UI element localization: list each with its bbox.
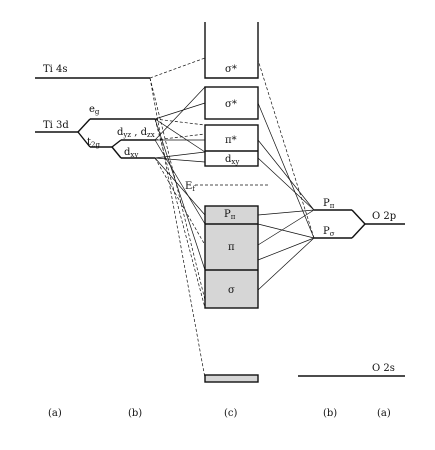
column-label-a-left: (a) [48, 408, 62, 419]
bonding-band [204, 205, 259, 309]
p-pi-right-label: Pπ [323, 198, 335, 210]
t2g-split-line [77, 131, 91, 148]
p-pi-split-line [351, 209, 366, 225]
ti-3d-label: Ti 3d [43, 120, 69, 131]
left-dashed-connections [149, 57, 206, 379]
pi-star-label: π* [225, 135, 237, 146]
dyz-dzx-split-line [111, 139, 122, 148]
dxy-split-line [111, 146, 122, 159]
dxy-center-label: dxy [225, 154, 239, 166]
t2g-label: t2g [87, 137, 100, 149]
eg-label: eg [89, 104, 100, 116]
o-levels [298, 209, 405, 377]
o2s-band [204, 374, 259, 383]
pi-label: π [228, 242, 235, 253]
p-sigma-split-line [351, 223, 366, 239]
o-2s-label: O 2s [372, 363, 395, 374]
column-label-b-right: (b) [323, 408, 337, 419]
center-boxes [204, 22, 259, 383]
dyz-dzx-label: dyz , dzx [117, 127, 155, 139]
sigma-star-label: σ* [225, 99, 237, 110]
right-connections [257, 102, 315, 291]
column-label-c: (c) [224, 408, 238, 419]
right-dashed-connections [257, 59, 315, 239]
eg-split-line [77, 118, 91, 133]
ti-4s-label: Ti 4s [43, 64, 68, 75]
sigma-star-top-label: σ* [225, 64, 237, 75]
ti-levels [35, 77, 155, 159]
p-pi-center-label: Pπ [224, 209, 236, 221]
fermi-level-label: Ef [185, 181, 196, 193]
sigma-label: σ [228, 285, 235, 296]
column-label-a-right: (a) [377, 408, 391, 419]
o-2p-label: O 2p [372, 211, 396, 222]
dxy-left-label: dxy [124, 147, 138, 159]
sigma-star-top-box [204, 22, 259, 79]
left-connections [154, 86, 206, 271]
p-sigma-right-label: Pσ [323, 226, 335, 238]
column-label-b-left: (b) [128, 408, 142, 419]
pi-star-box [204, 124, 259, 167]
